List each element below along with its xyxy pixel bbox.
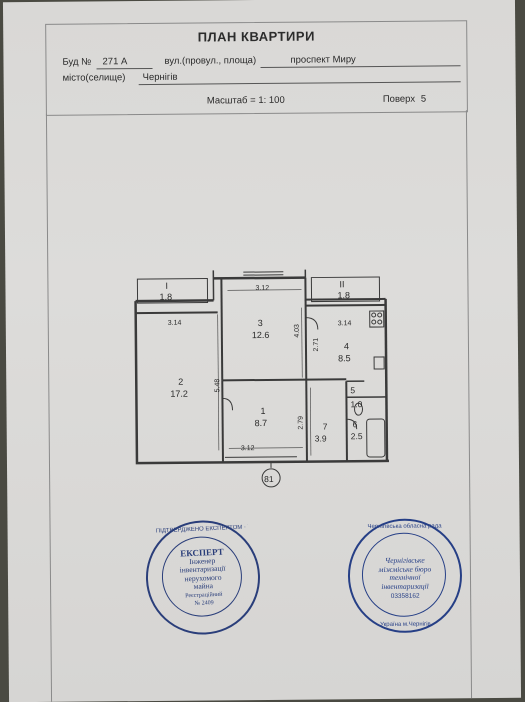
room-II-area: 1.8 (337, 290, 350, 300)
wall-7-6 (346, 381, 347, 461)
stove (370, 311, 384, 327)
dimension-314-left: 3.14 (168, 320, 182, 327)
room-6-area: 2.5 (351, 431, 363, 441)
dimension-279: 2.79 (298, 416, 305, 430)
bti-stamp-code: 03358162 (350, 592, 460, 600)
room-4-area: 8.5 (338, 353, 351, 363)
outer-wall-right (386, 299, 387, 461)
room-1-area: 8.7 (255, 418, 268, 428)
dimension-314-right: 3.14 (338, 320, 352, 327)
room-7-number: 7 (323, 421, 328, 431)
wall-balcony2 (306, 305, 386, 306)
expert-stamp: ПІДТВЕРДЖЕНО ЕКСПЕРТОМ · ТОВАРИСТВО ЕКСП… (144, 518, 263, 637)
expert-stamp-center: ЕКСПЕРТ Інженер інвентаризації нерухомог… (147, 546, 259, 610)
burner-2 (378, 313, 382, 317)
burner-3 (372, 320, 376, 324)
document-sheet: ПЛАН КВАРТИРИ Буд № 271 А вул.(провул., … (3, 0, 521, 702)
room-3-area: 12.6 (252, 330, 270, 340)
dim-line-403 (302, 308, 303, 378)
room-1-number: 1 (260, 406, 265, 416)
door-room2 (222, 398, 232, 410)
room-II-number: II (339, 279, 344, 289)
room-3-number: 3 (258, 318, 263, 328)
burner-1 (372, 313, 376, 317)
bti-stamp-ring-text: Чернігівська обласна рада (364, 523, 446, 530)
dimension-312-top: 3.12 (255, 285, 269, 292)
bti-stamp-bottom-text: Україна м.Чернігів (370, 621, 440, 628)
bti-stamp-center: Чернігівське міжміське бюро технічної ін… (350, 556, 460, 591)
room-2-area: 17.2 (170, 389, 188, 399)
wall-room2-room3 (221, 278, 222, 380)
door-kitchen (306, 318, 318, 330)
wall-balcony1 (136, 312, 218, 313)
outer-wall-top-middle (213, 278, 305, 279)
bti-stamp-line4: інвентаризації (350, 582, 460, 591)
wall-room1-room7 (306, 300, 307, 462)
bti-stamp: Чернігівська обласна рада Україна м.Черн… (347, 518, 462, 633)
dim-line-279 (310, 388, 311, 456)
expert-stamp-ring-text: ПІДТВЕРДЖЕНО ЕКСПЕРТОМ · ТОВАРИСТВО ЕКСП… (156, 525, 248, 535)
room-5-number: 5 (350, 385, 355, 395)
burner-4 (378, 320, 382, 324)
dimension-312-bottom: 3.12 (241, 445, 255, 452)
dimension-271: 2.71 (313, 338, 320, 352)
room-7-area: 3.9 (315, 433, 327, 443)
room-I-number: I (165, 281, 168, 291)
floor-plan: I 1.8 II 1.8 3 12.6 2 17.2 4 8.5 1 8.7 5… (3, 0, 520, 522)
room-I-area: 1.8 (159, 292, 172, 302)
room-4-number: 4 (344, 341, 349, 351)
room-5-area: 1.0 (350, 399, 362, 409)
room-6-number: 6 (353, 419, 358, 429)
axis-label: 81 (264, 474, 274, 484)
sink (374, 357, 384, 369)
dimension-548: 5.48 (214, 379, 221, 393)
window-3 (243, 272, 283, 275)
outer-wall-top-left (136, 300, 214, 301)
wall-room2-room1 (222, 380, 223, 462)
wall-room3-room1 (222, 380, 306, 381)
window-1 (225, 457, 297, 458)
bathtub (367, 419, 385, 457)
dimension-403: 4.03 (294, 324, 301, 338)
room-2-number: 2 (178, 377, 183, 387)
